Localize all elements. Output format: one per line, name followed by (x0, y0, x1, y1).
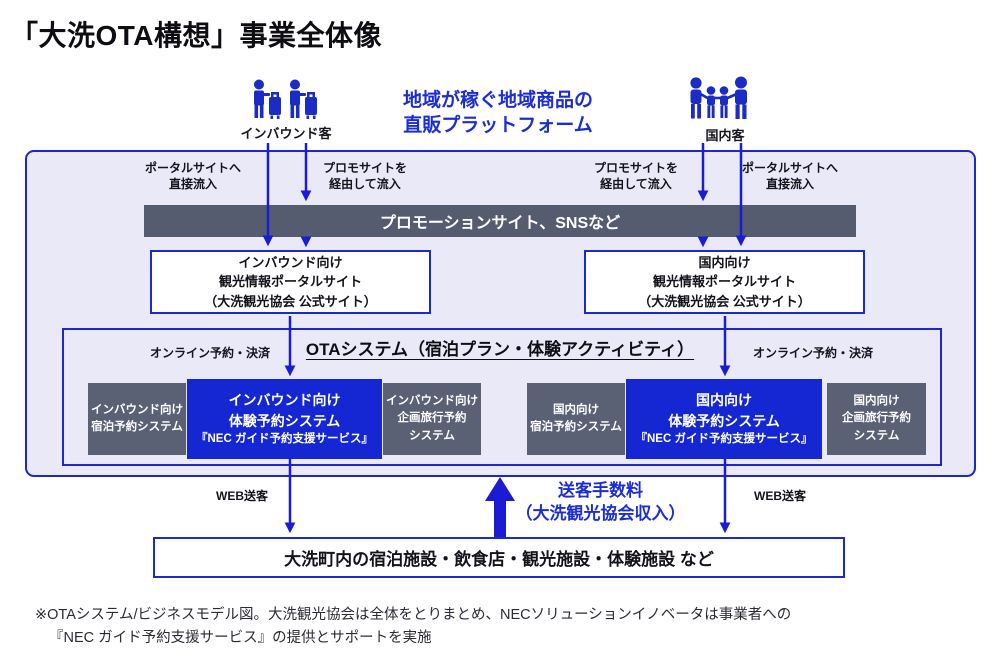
ota-system-title: OTAシステム（宿泊プラン・体験アクティビティ） (305, 340, 695, 359)
system-box-domestic-package: 国内向け 企画旅行予約 システム (827, 383, 926, 455)
tagline-line2: 直販プラットフォーム (403, 115, 593, 137)
flow-label-direct-left: ポータルサイトへ 直接流入 (145, 161, 241, 192)
inbound-travelers-icon (254, 79, 317, 119)
portal-line: 観光情報ポータルサイト (652, 274, 796, 290)
footnote: ※OTAシステム/ビジネスモデル図。大洗観光協会は全体をとりまとめ、NECソリュ… (35, 604, 965, 650)
portal-box-inbound: インバウンド向け 観光情報ポータルサイト （大洗観光協会 公式サイト） (150, 250, 431, 314)
flow-label-line: 経由して流入 (600, 176, 672, 191)
system-line: システム (853, 429, 900, 442)
system-box-domestic-experience: 国内向け 体験予約システム 『NEC ガイド予約支援サービス』 (626, 379, 822, 459)
system-line: 企画旅行予約 (842, 412, 911, 425)
system-line: 体験予約システム (228, 412, 341, 429)
system-line: 『NEC ガイド予約支援サービス』 (635, 432, 813, 445)
system-line: 宿泊予約システム (91, 421, 183, 433)
promotion-sites-bar: プロモーションサイト、SNSなど (144, 205, 856, 237)
footnote-line1: ※OTAシステム/ビジネスモデル図。大洗観光協会は全体をとりまとめ、NECソリュ… (35, 607, 792, 623)
system-line: インバウンド向け (91, 403, 183, 416)
facilities-label: 大洗町内の宿泊施設・飲食店・観光施設・体験施設 など (284, 550, 714, 569)
flow-label-promo-left: プロモサイトを 経由して流入 (304, 161, 426, 192)
web-referral-label-left: WEB送客 (216, 489, 268, 503)
flow-label-line: 経由して流入 (329, 176, 401, 191)
tagline-line1: 地域が稼ぐ地域商品の (402, 90, 593, 111)
flow-label-line: 直接流入 (169, 176, 218, 191)
promotion-sites-label: プロモーションサイト、SNSなど (379, 215, 621, 232)
system-box-inbound-lodging: インバウンド向け 宿泊予約システム (88, 383, 186, 455)
system-box-inbound-package: インバウンド向け 企画旅行予約 システム (383, 383, 481, 455)
page-title: 「大洗OTA構想」事業全体像 (10, 20, 383, 51)
system-line: システム (409, 429, 455, 442)
system-line: 『NEC ガイド予約支援サービス』 (196, 432, 373, 445)
portal-line: （大洗観光協会 公式サイト） (204, 293, 377, 309)
system-box-domestic-lodging: 国内向け 宿泊予約システム (527, 383, 625, 455)
system-line: 体験予約システム (668, 412, 780, 429)
system-box-inbound-experience: インバウンド向け 体験予約システム 『NEC ガイド予約支援サービス』 (187, 379, 382, 459)
flow-label-line: 直接流入 (765, 176, 814, 191)
footnote-line2: 『NEC ガイド予約支援サービス』の提供とサポートを実施 (49, 630, 432, 647)
commission-label: 送客手数料 （大洗観光協会収入） (508, 480, 693, 526)
flow-label-promo-right: プロモサイトを 経由して流入 (575, 161, 697, 192)
online-booking-label-left: オンライン予約・決済 (149, 346, 270, 360)
system-line: 宿泊予約システム (530, 421, 622, 433)
inbound-customer-label: インバウンド客 (240, 126, 332, 141)
facilities-box: 大洗町内の宿泊施設・飲食店・観光施設・体験施設 など (153, 537, 845, 578)
commission-line2: （大洗観光協会収入） (515, 503, 686, 523)
domestic-customer-label: 国内客 (705, 128, 745, 143)
portal-line: （大洗観光協会 公式サイト） (638, 293, 811, 309)
tagline: 地域が稼ぐ地域商品の 直販プラットフォーム (377, 88, 619, 138)
portal-line: インバウンド向け (238, 254, 343, 270)
portal-line: 観光情報ポータルサイト (218, 274, 362, 290)
flow-label-direct-right: ポータルサイトへ 直接流入 (725, 161, 855, 192)
system-line: インバウンド向け (228, 392, 341, 409)
flow-label-line: ポータルサイトへ (741, 161, 838, 175)
flow-label-line: プロモサイトを (593, 161, 678, 175)
system-line: 企画旅行予約 (397, 412, 467, 425)
system-line: 国内向け (853, 395, 900, 408)
system-line: インバウンド向け (386, 395, 478, 408)
portal-line: 国内向け (698, 254, 751, 270)
flow-label-line: ポータルサイトへ (145, 161, 242, 175)
system-line: 国内向け (696, 392, 752, 409)
online-booking-label-right: オンライン予約・決済 (752, 346, 873, 360)
flow-label-line: プロモサイトを (322, 161, 407, 175)
system-line: 国内向け (553, 403, 599, 416)
web-referral-label-right: WEB送客 (754, 489, 806, 503)
ota-system-panel (62, 328, 942, 466)
portal-box-domestic: 国内向け 観光情報ポータルサイト （大洗観光協会 公式サイト） (584, 250, 865, 314)
domestic-family-icon (690, 76, 747, 119)
commission-line1: 送客手数料 (558, 481, 643, 500)
